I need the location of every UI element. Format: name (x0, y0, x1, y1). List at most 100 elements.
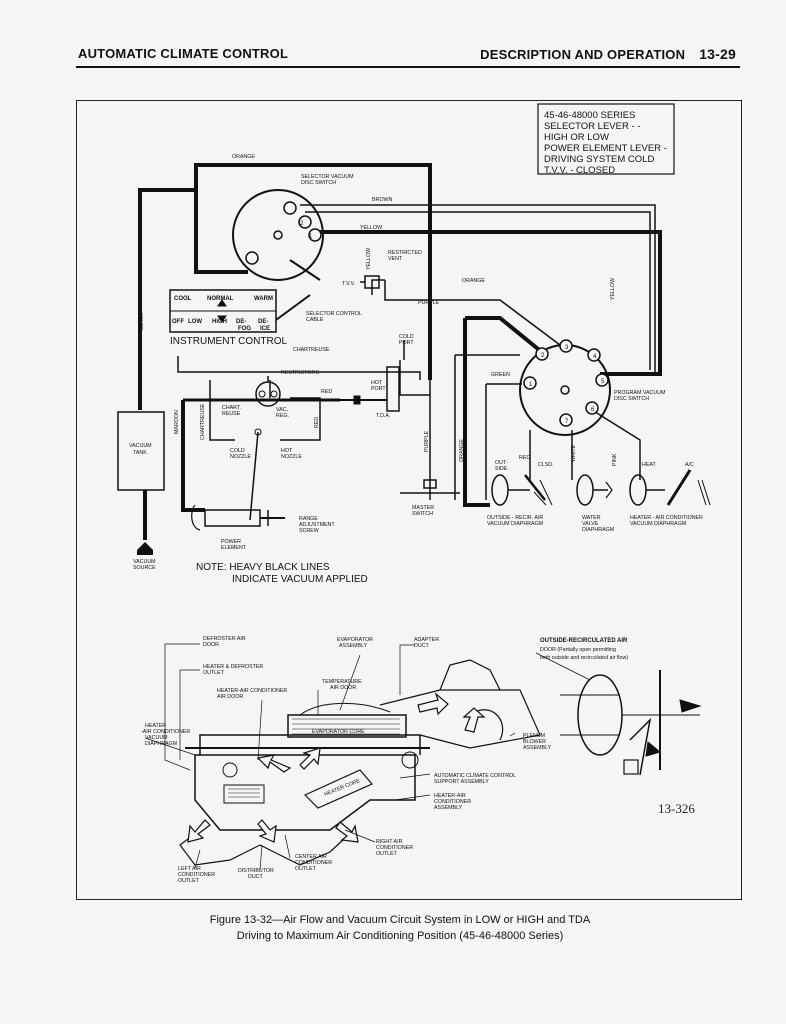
label-green: GREEN (491, 372, 510, 378)
label-evap-2: ASSEMBLY (339, 643, 368, 649)
label-outside-door-2: DOOR (Partially open permitting (540, 647, 616, 653)
label-program-2: DISC SWITCH (614, 396, 649, 402)
section-title: DESCRIPTION AND OPERATION (480, 47, 686, 62)
label-heater-ac-diaph-1: HEATER (145, 723, 166, 729)
label-orange: ORANGE (232, 154, 255, 160)
label-heater-ac-diaph-2: -AIR CONDITIONER (141, 729, 190, 735)
label-left-1: LEFT AIR (178, 866, 201, 872)
disc-number-4: 4 (593, 354, 597, 360)
label-black: BLACK (139, 312, 145, 330)
label-tda: T.D.A. (376, 413, 390, 419)
panel-ice: ICE (260, 326, 270, 332)
series-line-3: HIGH OR LOW (544, 132, 609, 143)
label-adapter-1: ADAPTER (414, 637, 439, 643)
label-red-2: RED (314, 417, 320, 428)
label-heat: HEAT (642, 462, 656, 468)
label-chart-reuse-2: REUSE (222, 411, 241, 417)
label-range-1: RANGE (299, 516, 318, 522)
airflow-arrow-icon (417, 692, 449, 716)
label-adapter-2: DUCT (414, 643, 429, 649)
label-evap-1: EVAPORATOR (337, 637, 373, 643)
figure-frame (76, 100, 742, 900)
label-left-3: OUTLET (178, 878, 200, 884)
series-line-6: T.V.V. - CLOSED (544, 165, 615, 176)
label-clsd: CLSD. (538, 462, 554, 468)
label-defroster-1: DEFROSTER AIR (203, 636, 246, 642)
label-restrictors: RESTRICTORS (281, 370, 319, 376)
label-vac-reg-2: REG. (276, 413, 289, 419)
label-heater-ac-assy-1: HEATER-AIR (434, 793, 466, 799)
label-power-2: ELEMENT (221, 545, 247, 551)
label-defroster-2: DOOR (203, 642, 219, 648)
label-out-side-2: SIDE (495, 466, 508, 472)
panel-high: HIGH (212, 319, 227, 325)
outside-recirc-door (560, 670, 702, 776)
label-heater-def-1: HEATER & DEFROSTER (203, 664, 263, 670)
selector-vacuum-disc-switch (232, 189, 324, 281)
label-water-1: WATER (582, 515, 601, 521)
panel-fog: FOG (238, 326, 251, 332)
airflow-arrow-icon (299, 747, 321, 770)
label-selector-cable-1: SELECTOR CONTROL (306, 311, 362, 317)
disc-numbers: 1 2 1 2 3 4 5 6 7 (300, 221, 605, 425)
series-line-2: SELECTOR LEVER - - (544, 121, 640, 132)
label-selector-vacuum-1: SELECTOR VACUUM (301, 174, 354, 180)
label-cold-port-2: PORT (399, 340, 414, 346)
label-range-3: SCREW (299, 528, 319, 534)
series-line-4: POWER ELEMENT LEVER - (544, 143, 667, 154)
label-brown: BROWN (372, 197, 392, 203)
program-vacuum-disc-switch (519, 339, 611, 436)
label-selector-cable-2: CABLE (306, 317, 324, 323)
panel-defog: DE- (236, 319, 246, 325)
label-restricted-1: RESTRICTED (388, 250, 422, 256)
label-outside-diaph-2: VACUUM DIAPHRAGM (487, 521, 543, 527)
label-yellow: YELLOW (360, 225, 382, 231)
label-cold-port-1: COLD (399, 334, 414, 340)
disc-number-6: 6 (591, 407, 595, 413)
instrument-control-label: INSTRUMENT CONTROL (170, 336, 287, 347)
airflow-arrows (187, 692, 486, 843)
label-power-1: POWER (221, 539, 241, 545)
label-heater-ac-door-1: HEATER-AIR CONDITIONER (217, 688, 287, 694)
label-purple-vertical: PURPLE (424, 430, 430, 452)
label-range-2: ADJUSTMENT (299, 522, 335, 528)
vacuum-tank-label-2: TANK (133, 450, 147, 456)
label-temp-door-2: AIR DOOR (330, 685, 356, 691)
label-master-2: SWITCH (412, 511, 433, 517)
panel-off: OFF (172, 319, 184, 325)
disc-number-1b: 1 (529, 382, 533, 388)
label-pink: PINK (612, 453, 618, 466)
caption-line-1: Figure 13-32—Air Flow and Vacuum Circuit… (209, 914, 591, 926)
label-support-2: SUPPORT ASSEMBLY (434, 779, 489, 785)
label-plenum-3: ASSEMBLY (523, 745, 552, 751)
airflow-arrow-icon (462, 707, 486, 733)
range-lever-pivot (254, 428, 262, 436)
label-heater-ac-diaph-3: VACUUM (145, 735, 168, 741)
panel-cool: COOL (174, 296, 192, 302)
heater-ac-diaphragm (629, 469, 711, 506)
label-heater-ac-assy-2: CONDITIONER (434, 799, 471, 805)
panel-deice: DE- (258, 319, 268, 325)
airflow-arrow-icon (187, 819, 211, 843)
series-line-5: DRIVING SYSTEM COLD (544, 154, 654, 165)
label-heater-def-2: OUTLET (203, 670, 225, 676)
label-cold-nozzle-1: COLD (230, 448, 245, 454)
caption-line-2: Driving to Maximum Air Conditioning Posi… (236, 930, 564, 942)
header-rule (76, 66, 740, 68)
figure-caption: Figure 13-32—Air Flow and Vacuum Circuit… (120, 912, 680, 944)
range-lever (249, 431, 259, 521)
airflow-arrow-icon (335, 821, 359, 843)
power-element (191, 504, 285, 531)
label-outside-door-1: OUTSIDE-RECIRCULATED AIR (540, 638, 628, 644)
label-right-1: RIGHT AIR (376, 839, 403, 845)
tvv-valve (360, 275, 380, 289)
label-heater-diaph-1: HEATER - AIR CONDITIONER (630, 515, 703, 521)
label-left-2: CONDITIONER (178, 872, 215, 878)
running-header-left: AUTOMATIC CLIMATE CONTROL (78, 46, 289, 61)
label-red: RED (321, 389, 332, 395)
disc-number-5: 5 (601, 379, 605, 385)
vacuum-source-arrow-icon (137, 542, 153, 550)
note-line-2: INDICATE VACUUM APPLIED (232, 574, 368, 585)
label-outside-diaph-1: OUTSIDE - RECIR. AIR (487, 515, 543, 521)
